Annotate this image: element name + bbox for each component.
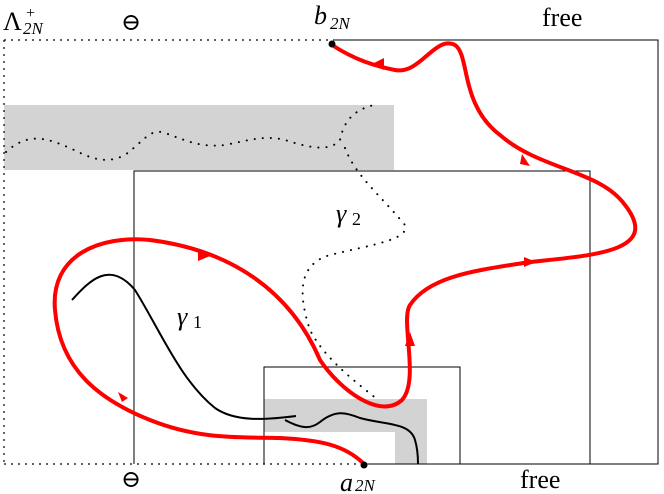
free-label-bottom: free: [520, 465, 560, 494]
b-label: b: [314, 1, 327, 30]
arrow-icon: [118, 392, 128, 402]
gamma1-curve: [71, 273, 297, 420]
gray-strip-top: [4, 105, 394, 170]
gamma1-label: γ: [177, 302, 188, 331]
lambda-label: Λ: [3, 7, 22, 36]
gamma2-curve-down: [301, 147, 407, 401]
gamma1-curve-inner: [284, 412, 419, 465]
arrow-icon: [520, 154, 530, 166]
endpoint-b: [328, 40, 336, 48]
a-sub: 2N: [355, 476, 377, 494]
arrow-icon: [372, 58, 384, 70]
gamma1-sub: 1: [193, 312, 202, 332]
arrow-icon: [405, 332, 415, 346]
gamma2-label: γ: [336, 199, 347, 228]
arrow-icon: [198, 249, 210, 261]
minus-sign-top: ⊖: [121, 10, 141, 36]
arrow-icon: [524, 257, 536, 267]
box-middle: [133, 170, 591, 464]
gamma2-sub: 2: [352, 209, 361, 229]
lambda-sup: +: [26, 5, 35, 22]
free-label-top: free: [542, 3, 582, 32]
free-boundary: [334, 39, 659, 465]
endpoint-a: [360, 461, 368, 469]
red-path: [52, 41, 638, 466]
a-label: a: [340, 468, 353, 494]
b-sub: 2N: [330, 14, 352, 33]
minus-sign-bottom: ⊖: [121, 467, 141, 493]
lambda-sub: 2N: [23, 19, 45, 38]
box-inner: [263, 366, 461, 464]
gray-region-bottom: [264, 399, 427, 464]
